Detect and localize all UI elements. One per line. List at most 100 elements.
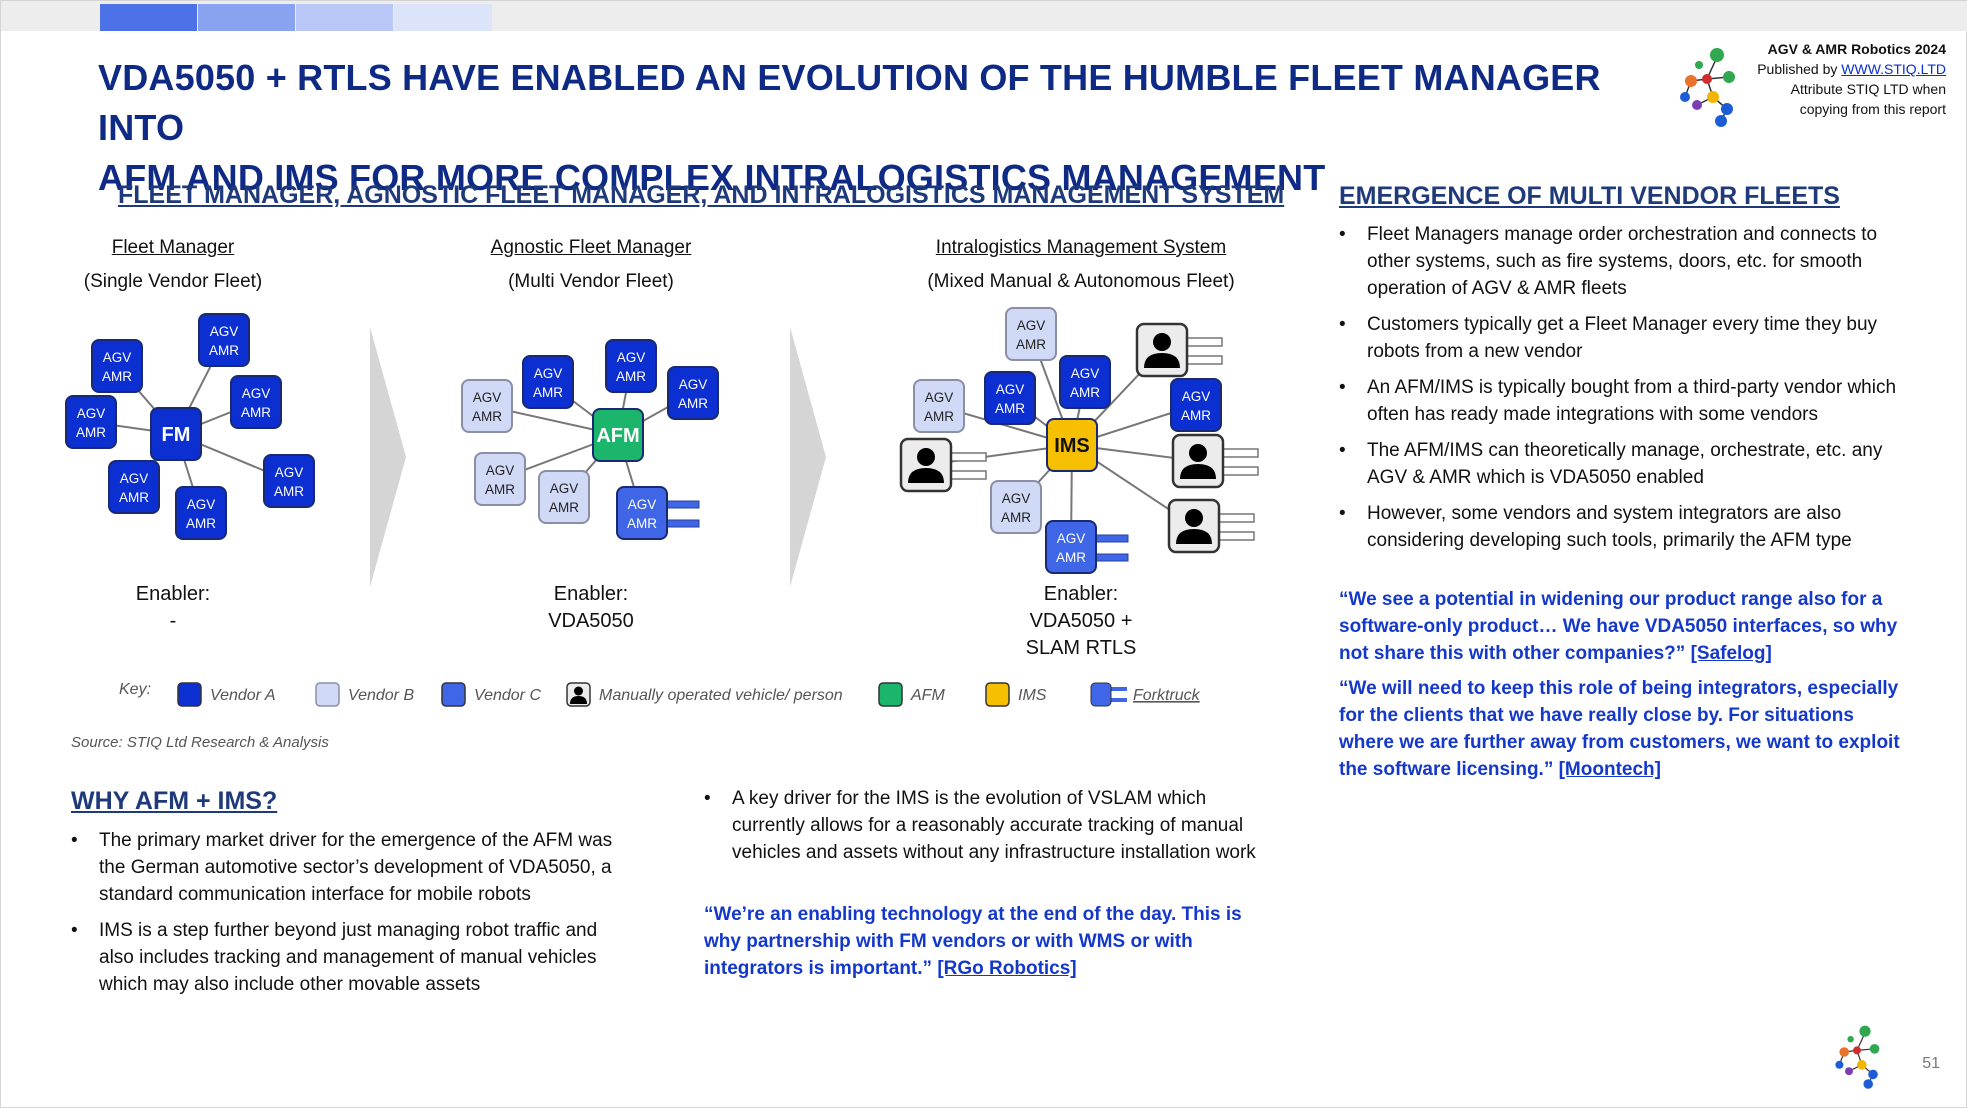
legend-label: Vendor C [474, 687, 541, 704]
agv-amr-node-vendor-a [65, 395, 117, 449]
person-body-icon [1144, 353, 1180, 368]
legend-label: Forktruck [1133, 687, 1201, 704]
legend-label: Manually operated vehicle/ person [599, 687, 843, 704]
afm-subtitle: (Multi Vendor Fleet) [508, 271, 674, 292]
amr-label: AMR [1001, 510, 1031, 525]
report-name: AGV & AMR Robotics 2024 [1767, 41, 1946, 57]
emergence-heading: EMERGENCE OF MULTI VENDOR FLEETS [1339, 182, 1840, 210]
ims-subtitle: (Mixed Manual & Autonomous Fleet) [927, 271, 1235, 292]
fm-enabler: Enabler: - [93, 581, 253, 635]
hub-label: FM [162, 424, 191, 446]
person-body-icon [908, 468, 944, 483]
agv-label: AGV [550, 481, 579, 496]
agv-label: AGV [925, 390, 954, 405]
flow-arrow-icon [790, 327, 826, 587]
afm-column-header: Agnostic Fleet Manager (Multi Vendor Fle… [441, 231, 741, 299]
agv-label: AGV [473, 390, 502, 405]
legend-vendor-b-square [315, 682, 340, 707]
fm-title: Fleet Manager [111, 237, 235, 258]
why-bullet-right: A key driver for the IMS is the evolutio… [704, 785, 1264, 866]
person-head-icon [1189, 444, 1207, 462]
rgo-quote-text: “We’re an enabling technology at the end… [704, 904, 1242, 979]
agv-label: AGV [534, 366, 563, 381]
amr-label: AMR [241, 405, 271, 420]
agv-label: AGV [103, 350, 132, 365]
agv-amr-node-vendor-a [198, 313, 250, 367]
agv-amr-node-vendor-b [990, 480, 1042, 534]
hub-label: IMS [1054, 435, 1090, 457]
amr-label: AMR [1056, 550, 1086, 565]
amr-label: AMR [549, 500, 579, 515]
agv-amr-node-vendor-a [230, 375, 282, 429]
person-head-icon [917, 448, 935, 466]
agv-label: AGV [628, 497, 657, 512]
agv-label: AGV [1057, 531, 1086, 546]
progress-segment [394, 4, 492, 31]
legend-vendor-c-square [441, 682, 466, 707]
legend-key-label: Key: [119, 681, 152, 698]
amr-label: AMR [924, 409, 954, 424]
afm-enabler: Enabler: VDA5050 [511, 581, 671, 635]
legend-fork-prong [1109, 687, 1127, 691]
progress-segment [198, 4, 295, 31]
why-bullet: The primary market driver for the emerge… [71, 827, 631, 908]
why-heading: WHY AFM + IMS? [71, 787, 278, 815]
agv-label: AGV [242, 386, 271, 401]
agv-amr-node-vendor-c [616, 486, 668, 540]
legend-afm-square [878, 682, 903, 707]
title-line-2: AFM AND IMS FOR MORE COMPLEX INTRALOGIST… [98, 157, 1326, 198]
safelog-quote-source: [Safelog] [1690, 643, 1772, 664]
progress-segment [100, 4, 197, 31]
amr-label: AMR [1070, 385, 1100, 400]
moontech-quote: “We will need to keep this role of being… [1339, 675, 1909, 783]
amr-label: AMR [678, 396, 708, 411]
emergence-bullet: The AFM/IMS can theoretically manage, or… [1339, 437, 1914, 491]
safelog-quote: “We see a potential in widening our prod… [1339, 586, 1909, 667]
moontech-quote-source: [Moontech] [1558, 759, 1661, 780]
publisher-link[interactable]: WWW.STIQ.LTD [1841, 61, 1946, 77]
safelog-quote-text: “We see a potential in widening our prod… [1339, 589, 1898, 664]
fm-enabler-value: - [169, 610, 177, 632]
amr-label: AMR [533, 385, 563, 400]
legend-label: Vendor A [210, 687, 276, 704]
moontech-quote-text: “We will need to keep this role of being… [1339, 678, 1900, 780]
agv-amr-node-vendor-a [91, 339, 143, 393]
hub-node [592, 408, 644, 462]
emergence-bullet: Customers typically get a Fleet Manager … [1339, 311, 1914, 365]
emergence-bullet: However, some vendors and system integra… [1339, 500, 1914, 554]
flow-arrow-icon [370, 327, 406, 587]
agv-label: AGV [679, 377, 708, 392]
progress-segment [296, 4, 393, 31]
page-number: 51 [1922, 1055, 1940, 1072]
afm-enabler-value: VDA5050 [548, 610, 634, 632]
agv-amr-node-vendor-b [461, 379, 513, 433]
agv-amr-node-vendor-b [1005, 307, 1057, 361]
ims-column-header: Intralogistics Management System (Mixed … [881, 231, 1281, 299]
amr-label: AMR [616, 369, 646, 384]
person-body-icon [1176, 529, 1212, 544]
page-title: VDA5050 + RTLS HAVE ENABLED AN EVOLUTION… [98, 53, 1648, 203]
amr-label: AMR [274, 484, 304, 499]
person-head-icon [1185, 509, 1203, 527]
agv-label: AGV [187, 497, 216, 512]
amr-label: AMR [119, 490, 149, 505]
agv-amr-node-vendor-c [1045, 520, 1097, 574]
person-body-icon [1180, 464, 1216, 479]
rgo-quote-source: [RGo Robotics] [937, 958, 1077, 979]
agv-amr-node-vendor-a [605, 339, 657, 393]
agv-label: AGV [120, 471, 149, 486]
legend-ims-square [985, 682, 1010, 707]
top-progress-bar [1, 1, 1967, 31]
legend-forktruck-icon [1090, 682, 1112, 707]
stiq-logo-icon [1680, 48, 1735, 127]
amr-label: AMR [1016, 337, 1046, 352]
ims-enabler-label: Enabler: [1043, 583, 1119, 605]
ims-title: Intralogistics Management System [935, 237, 1227, 258]
source-note: Source: STIQ Ltd Research & Analysis [71, 734, 329, 751]
publisher-info: AGV & AMR Robotics 2024 Published by WWW… [1757, 39, 1946, 119]
agv-amr-node-vendor-a [263, 454, 315, 508]
diagram-marks: AGV AMR AGV AMR AGV AMR AGV AMR AGV AMR AGV AMR AGV A… [65, 307, 1259, 707]
amr-label: AMR [995, 401, 1025, 416]
diagram-heading: FLEET MANAGER, AGNOSTIC FLEET MANAGER, A… [118, 181, 1285, 209]
